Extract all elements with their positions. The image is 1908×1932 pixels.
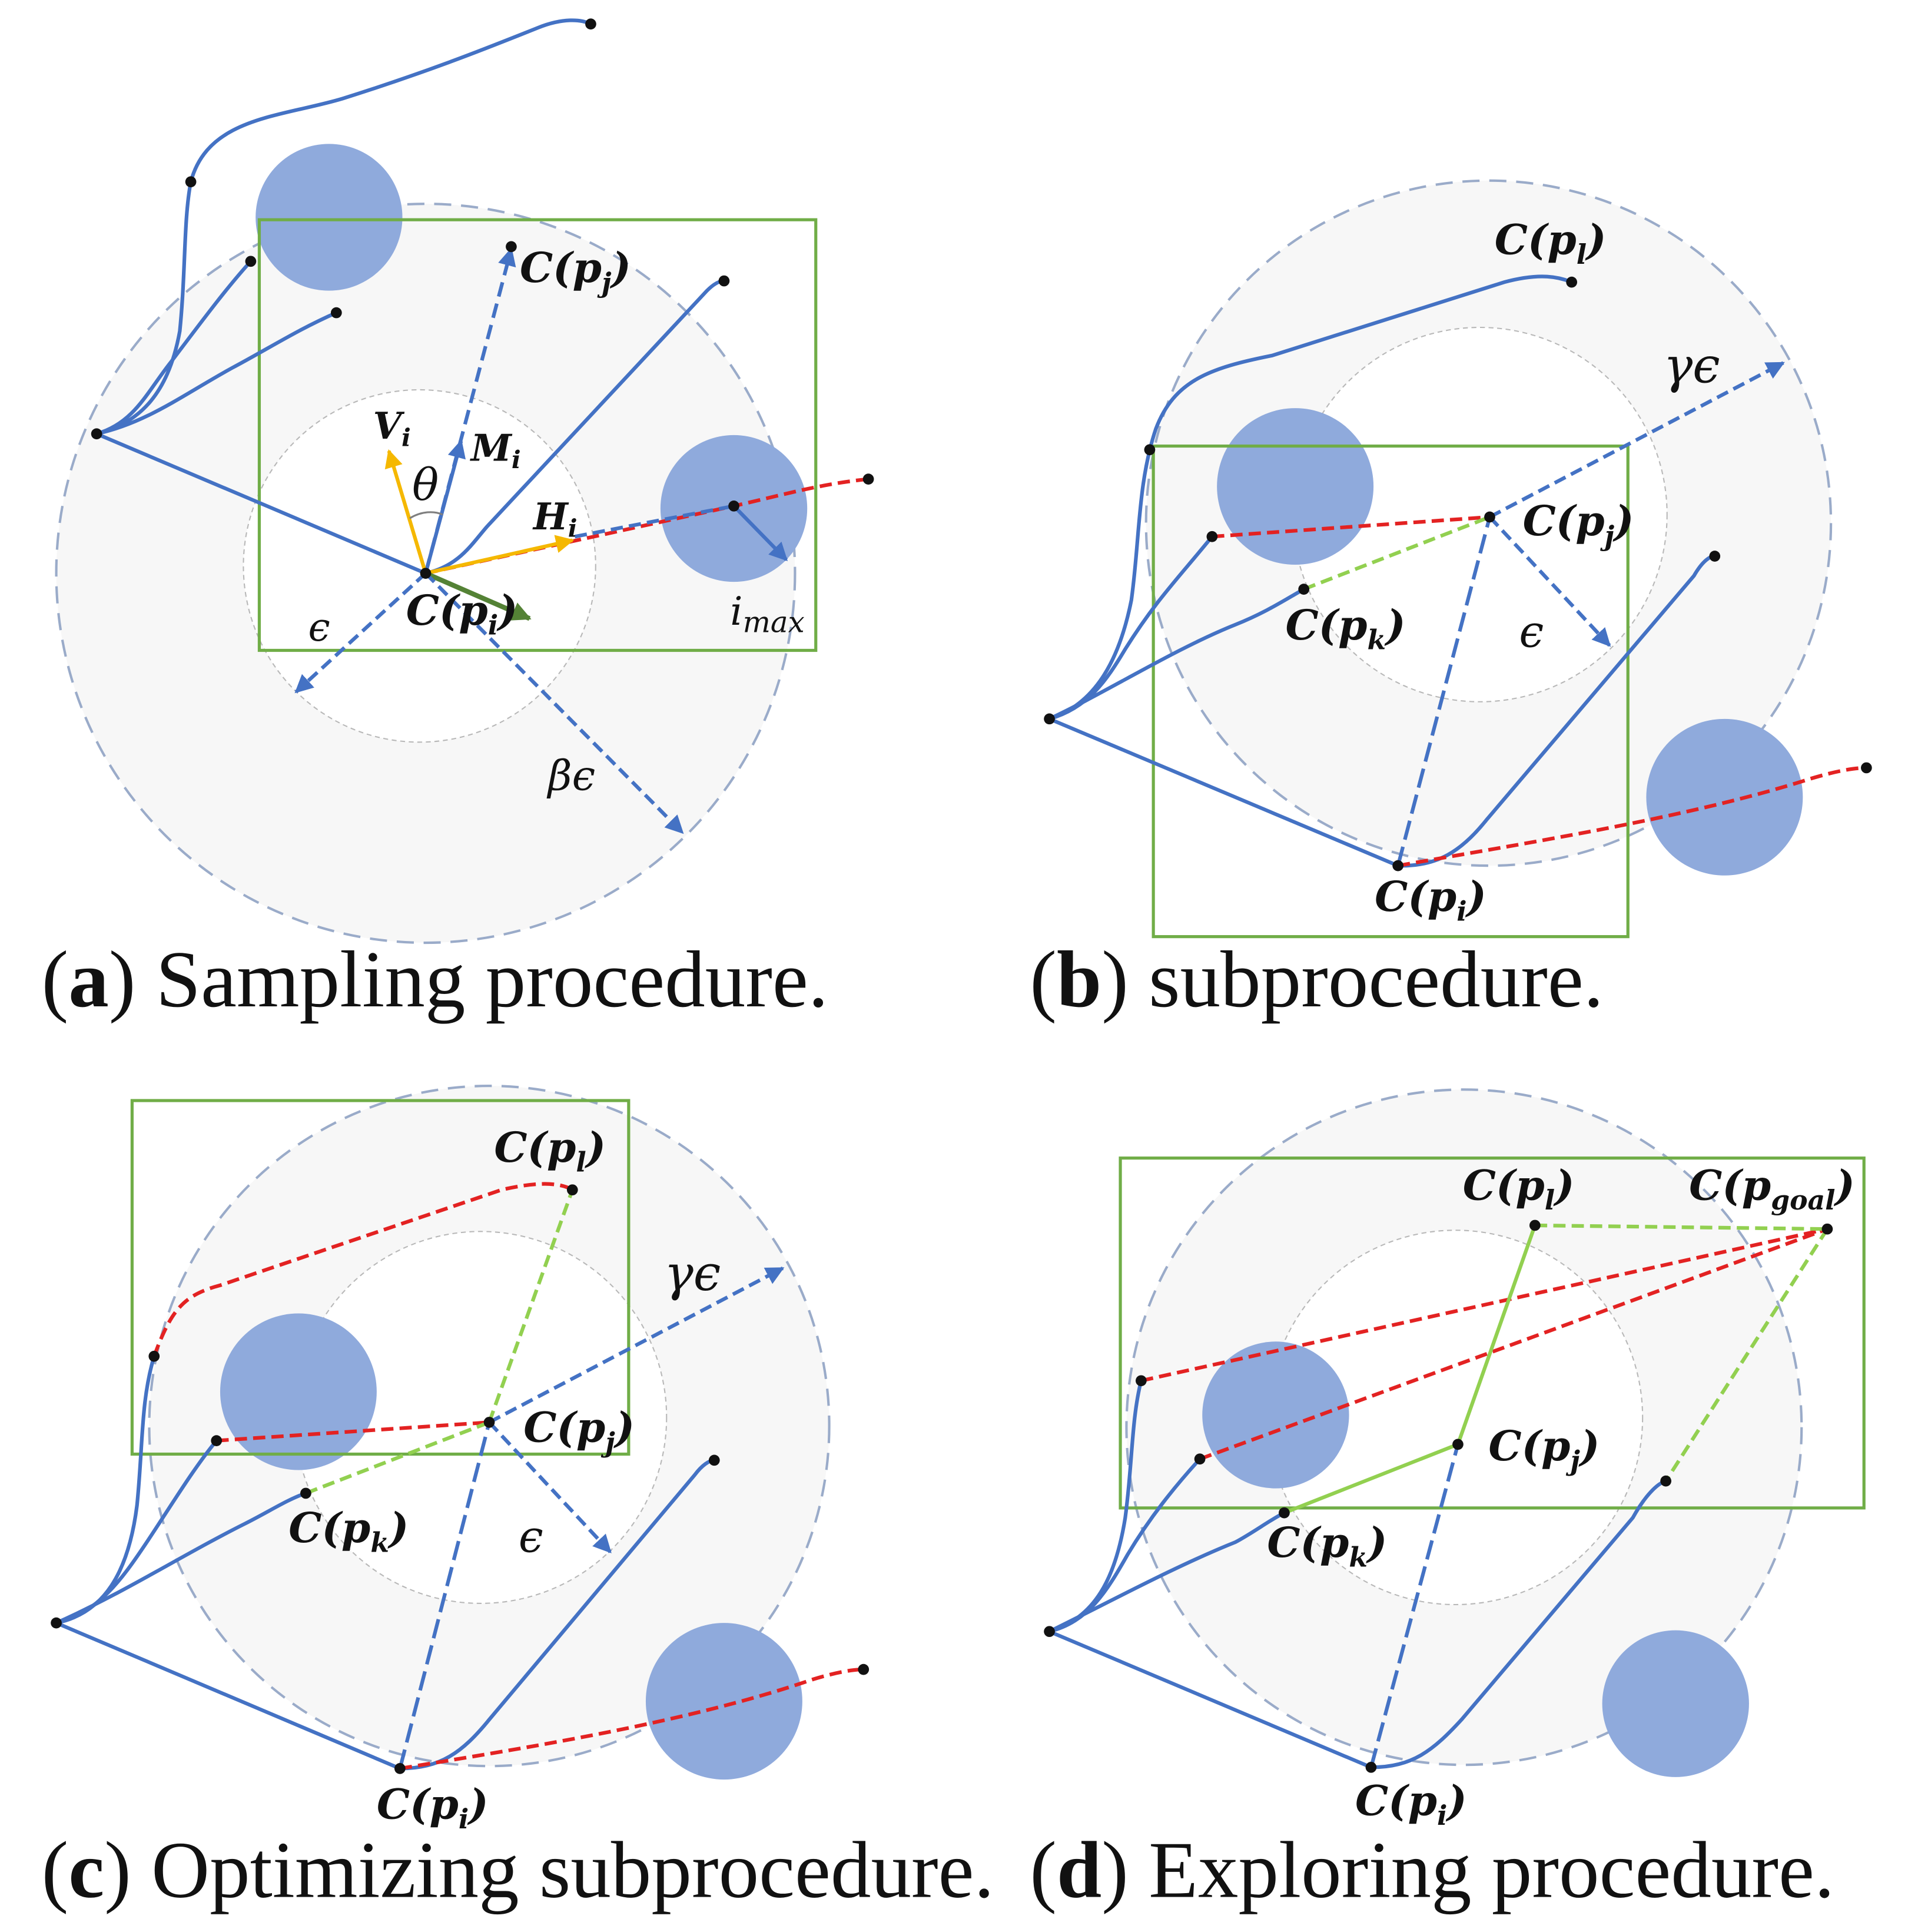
obstacle-circle (1646, 718, 1803, 876)
label-epsilon: ϵ (1519, 606, 1544, 657)
obstacle-circle (220, 1313, 377, 1470)
red-path-top (152, 1182, 573, 1357)
label-c-pk: C(pk) (1267, 1518, 1387, 1573)
arrow-gamma-epsilon (1489, 361, 1785, 519)
obstacle-circle (1602, 1630, 1749, 1777)
label-m: Mi (470, 426, 521, 473)
node-dot (91, 18, 874, 579)
arrow-v (384, 449, 427, 574)
tree-paths (95, 18, 725, 575)
green-solid-pj-pl (1456, 1224, 1537, 1445)
obstacle-circle (1202, 1341, 1349, 1489)
label-c-pk: C(pk) (288, 1503, 409, 1559)
red-path-mid (1199, 1227, 1828, 1461)
label-epsilon: ϵ (519, 1512, 543, 1563)
inner-ring (1267, 1230, 1644, 1606)
arrow-m (423, 439, 466, 574)
sampling-box (1119, 1156, 1866, 1510)
label-c-pj: C(pj) (1488, 1421, 1600, 1477)
label-h: Hi (532, 495, 578, 542)
sampling-box (130, 1099, 631, 1456)
label-c-pk: C(pk) (1286, 601, 1406, 656)
tree-paths (1048, 1380, 1667, 1769)
green-dash-goal-branch (1664, 1228, 1829, 1482)
red-path (425, 477, 869, 575)
label-c-pl: C(pl) (494, 1123, 606, 1178)
panel-a: C(pj) C(pi) Vi Mi Hi θ ϵ βϵ imax (a) Sam… (42, 18, 874, 1024)
arrow-green (424, 571, 532, 621)
label-c-pi: C(pi) (406, 586, 518, 641)
caption-b: (b) subprocedure. (1030, 934, 1604, 1024)
panel-d: C(pl) C(pgoal) C(pj) C(pk) C(pi) (d) Exp… (1030, 1088, 1866, 1915)
theta-arc (409, 511, 443, 519)
label-gamma-epsilon: γϵ (1663, 337, 1720, 395)
caption-c: (c) Optimizing subprocedure. (42, 1825, 994, 1915)
label-epsilon: ϵ (308, 604, 330, 650)
arrow-h (425, 535, 575, 575)
arrow-epsilon (294, 572, 427, 694)
arrow-epsilon (487, 1421, 612, 1553)
panel-c: C(pl) C(pj) C(pk) C(pi) γϵ ϵ (c) Optimiz… (42, 1085, 994, 1915)
obstacle-circle (645, 1623, 802, 1780)
arrow-to-obstacle (574, 504, 735, 539)
sampling-box (1152, 444, 1630, 939)
label-beta-epsilon: βϵ (546, 751, 595, 800)
caption-d: (d) Exploring procedure. (1030, 1825, 1834, 1915)
label-gamma-epsilon: γϵ (664, 1245, 721, 1302)
label-c-pl: C(pl) (1463, 1161, 1575, 1216)
red-connector (1212, 515, 1490, 539)
label-c-pj: C(pj) (523, 1403, 635, 1459)
label-v: Vi (373, 404, 411, 452)
blue-dash-pi-pj (398, 1421, 492, 1769)
panel-b: C(pl) C(pj) C(pk) C(pi) γϵ ϵ (b) subproc… (1030, 179, 1872, 1024)
label-c-pj: C(pj) (520, 243, 631, 299)
green-connector (1303, 515, 1491, 591)
red-path-top (1140, 1227, 1828, 1383)
node-dot (51, 1184, 870, 1774)
obstacle-circle (1217, 408, 1374, 565)
arrow-imax (732, 505, 788, 561)
label-c-pl: C(pl) (1495, 215, 1607, 270)
red-connector (216, 1420, 490, 1443)
red-path (1398, 765, 1867, 868)
label-theta: θ (412, 459, 439, 511)
label-imax: imax (730, 588, 804, 639)
green-solid-pk-pj (1283, 1442, 1459, 1515)
label-c-pi: C(pi) (377, 1780, 489, 1835)
label-c-pi: C(pi) (1375, 872, 1486, 927)
blue-dash-pi-pj (1396, 516, 1492, 866)
green-connector-pk (305, 1420, 490, 1495)
red-path-bottom (399, 1667, 864, 1771)
inner-ring (1292, 326, 1668, 702)
arrow-beta-epsilon (424, 572, 684, 834)
green-dash-pl-goal (1535, 1223, 1827, 1231)
sampling-box (257, 218, 818, 652)
caption-a: (a) Sampling procedure. (42, 934, 828, 1024)
arrow-gamma-epsilon (488, 1266, 785, 1424)
label-c-pi: C(pi) (1355, 1776, 1467, 1831)
node-dot (1044, 276, 1872, 871)
arrow-epsilon (1488, 515, 1611, 647)
label-c-pj: C(pj) (1523, 496, 1634, 552)
green-connector-pl (487, 1189, 575, 1423)
obstacle-circle (255, 144, 403, 291)
node-dot (1044, 1219, 1833, 1773)
label-c-pgoal: C(pgoal) (1689, 1161, 1855, 1216)
blue-dash-pi-pj (1369, 1444, 1460, 1768)
